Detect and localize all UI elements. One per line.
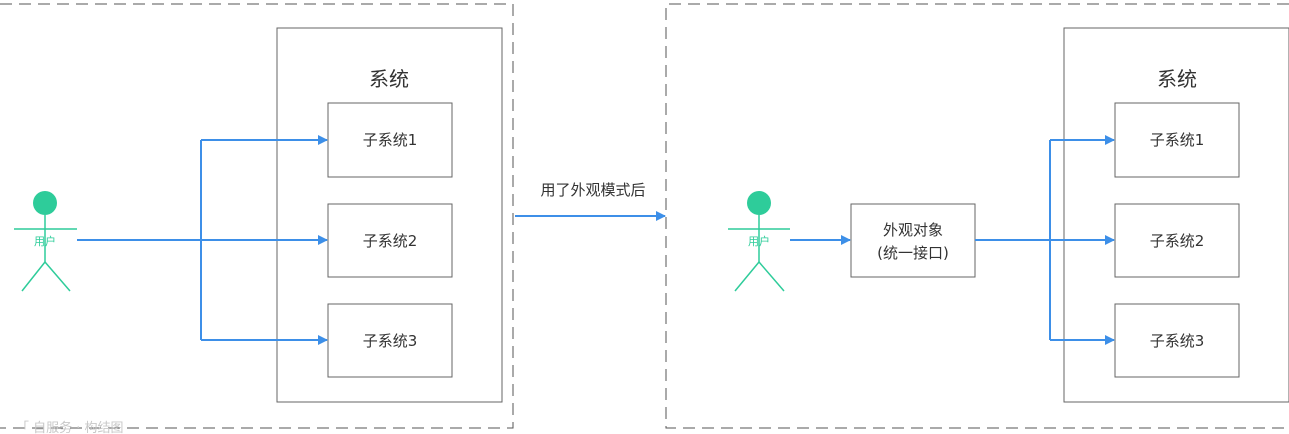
user-head-icon xyxy=(747,191,771,215)
right-subsystem-label-1: 子系统1 xyxy=(1150,131,1205,149)
left-connectors xyxy=(77,135,328,345)
facade-object-box xyxy=(850,203,976,278)
left-subsystem-label-2: 子系统2 xyxy=(363,232,418,250)
facade-label-line2: (统一接口) xyxy=(877,244,949,262)
right-system-container xyxy=(1063,27,1289,403)
user-leg-left xyxy=(21,261,46,292)
facade-label-line1: 外观对象 xyxy=(883,221,943,239)
user-head-icon xyxy=(33,191,57,215)
right-panel-dashed-border xyxy=(665,3,1289,429)
right-subsystem-label-3: 子系统3 xyxy=(1150,332,1205,350)
left-subsystem-box-2 xyxy=(327,203,453,278)
transition-label: 用了外观模式后 xyxy=(540,181,645,199)
right-panel: 用户 外观对象 (统一接口) 系统 子系统1 子系统2 子系统3 xyxy=(665,3,1289,429)
transition: 用了外观模式后 xyxy=(515,181,666,221)
right-connectors xyxy=(790,135,1115,345)
right-subsystem-box-3 xyxy=(1114,303,1240,378)
left-subsystem-box-3 xyxy=(327,303,453,378)
right-subsystem-box-2 xyxy=(1114,203,1240,278)
left-user-actor: 用户 xyxy=(14,191,77,292)
user-leg-right xyxy=(758,261,785,292)
left-system-container xyxy=(276,27,503,403)
left-panel-dashed-border xyxy=(0,3,514,429)
left-user-label: 用户 xyxy=(34,234,56,248)
right-subsystem-box-1 xyxy=(1114,102,1240,178)
user-leg-right xyxy=(44,261,71,292)
right-subsystem-label-2: 子系统2 xyxy=(1150,232,1205,250)
user-leg-left xyxy=(734,261,760,292)
right-user-actor: 用户 xyxy=(728,191,790,292)
right-system-title: 系统 xyxy=(1157,67,1197,91)
right-user-label: 用户 xyxy=(748,234,770,248)
left-panel: 用户 系统 子系统1 子系统2 子系统3 xyxy=(0,3,514,429)
footer-watermark: 「 自服务 · 构结图 xyxy=(16,420,124,434)
left-subsystem-box-1 xyxy=(327,102,453,178)
left-system-title: 系统 xyxy=(369,67,409,91)
left-subsystem-label-3: 子系统3 xyxy=(363,332,418,350)
left-subsystem-label-1: 子系统1 xyxy=(363,131,418,149)
